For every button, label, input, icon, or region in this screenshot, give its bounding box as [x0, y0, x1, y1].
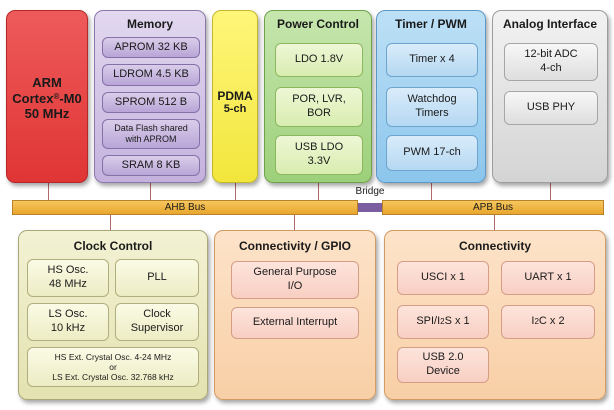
- clock-control-block: Clock Control HS Osc. 48 MHz PLL LS Osc.…: [18, 230, 208, 400]
- timer-item: Timer x 4: [386, 43, 478, 77]
- cpu-line2: Cortex®-M0: [12, 90, 82, 106]
- ahb-bus: AHB Bus: [12, 200, 358, 215]
- power-bus-connector: [318, 183, 319, 200]
- clock-control-title: Clock Control: [73, 239, 153, 253]
- analog-interface-block: Analog Interface 12-bit ADC 4-ch USB PHY: [492, 10, 608, 183]
- memory-bus-connector: [150, 183, 151, 200]
- aprom-item: APROM 32 KB: [102, 37, 200, 58]
- cpu-label: ARM Cortex®-M0 50 MHz: [7, 75, 87, 122]
- pdma-label: PDMA 5-ch: [213, 89, 257, 117]
- connectivity-gpio-title: Connectivity / GPIO: [238, 239, 352, 253]
- memory-block: Memory APROM 32 KB LDROM 4.5 KB SPROM 51…: [94, 10, 206, 183]
- usb-device-item: USB 2.0 Device: [397, 347, 489, 383]
- timer-bus-connector: [431, 183, 432, 200]
- clock-supervisor-item: Clock Supervisor: [115, 303, 199, 341]
- timer-pwm-block: Timer / PWM Timer x 4 Watchdog Timers PW…: [376, 10, 486, 183]
- ldo-item: LDO 1.8V: [275, 43, 363, 77]
- usb-ldo-item: USB LDO 3.3V: [275, 135, 363, 175]
- cpu-block: ARM Cortex®-M0 50 MHz: [6, 10, 88, 183]
- adc-item: 12-bit ADC 4-ch: [504, 43, 598, 81]
- hs-osc-item: HS Osc. 48 MHz: [27, 259, 109, 297]
- connectivity-bus-connector: [494, 215, 495, 230]
- ls-osc-item: LS Osc. 10 kHz: [27, 303, 109, 341]
- sram-item: SRAM 8 KB: [102, 155, 200, 176]
- clock-bus-connector: [110, 215, 111, 230]
- pdma-line1: PDMA: [217, 89, 253, 103]
- sprom-item: SPROM 512 B: [102, 92, 200, 113]
- cpu-bus-connector: [48, 183, 49, 200]
- usci-item: USCI x 1: [397, 261, 489, 295]
- gpio-bus-connector: [294, 215, 295, 230]
- pwm-item: PWM 17-ch: [386, 135, 478, 171]
- analog-bus-connector: [550, 183, 551, 200]
- timer-pwm-title: Timer / PWM: [395, 17, 467, 31]
- bus-bridge: [358, 203, 382, 212]
- pll-item: PLL: [115, 259, 199, 297]
- cpu-line3: 50 MHz: [24, 106, 70, 122]
- watchdog-item: Watchdog Timers: [386, 87, 478, 127]
- power-control-block: Power Control LDO 1.8V POR, LVR, BOR USB…: [264, 10, 372, 183]
- por-lvr-bor-item: POR, LVR, BOR: [275, 87, 363, 127]
- data-flash-item: Data Flash shared with APROM: [102, 119, 200, 149]
- cpu-line1: ARM: [32, 75, 62, 90]
- connectivity-gpio-block: Connectivity / GPIO General Purpose I/O …: [214, 230, 376, 400]
- ldrom-item: LDROM 4.5 KB: [102, 64, 200, 86]
- connectivity-title: Connectivity: [458, 239, 531, 253]
- pdma-block: PDMA 5-ch: [212, 10, 258, 183]
- analog-interface-title: Analog Interface: [502, 17, 598, 31]
- ext-crystal-item: HS Ext. Crystal Osc. 4-24 MHz or LS Ext.…: [27, 347, 199, 387]
- apb-bus: APB Bus: [382, 200, 604, 215]
- gpio-item: General Purpose I/O: [231, 261, 359, 299]
- memory-title: Memory: [126, 17, 173, 31]
- bridge-label: Bridge: [355, 186, 385, 197]
- pdma-line2: 5-ch: [223, 103, 247, 116]
- uart-item: UART x 1: [501, 261, 595, 295]
- usb-phy-item: USB PHY: [504, 91, 598, 125]
- external-interrupt-item: External Interrupt: [231, 307, 359, 339]
- pdma-bus-connector: [235, 183, 236, 200]
- power-control-title: Power Control: [276, 17, 359, 31]
